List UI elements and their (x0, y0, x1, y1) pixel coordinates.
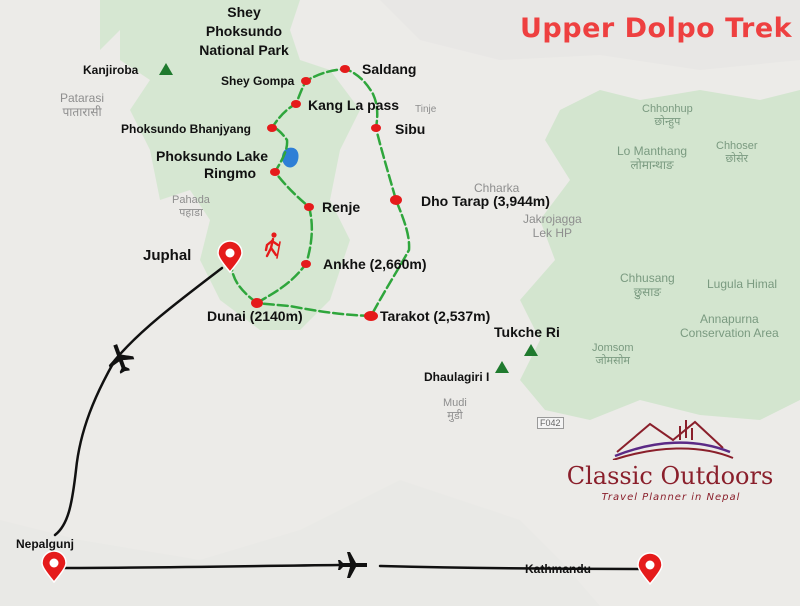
logo-tagline: Travel Planner in Nepal (601, 492, 741, 503)
stop-label-saldang: Saldang (362, 61, 417, 77)
airport-label-juphal: Juphal (143, 247, 192, 264)
location-pin-icon[interactable] (217, 240, 243, 274)
airplane-icon (108, 344, 135, 374)
logo-name: Classic Outdoors (566, 462, 774, 490)
peak-label-kanjiroba: Kanjiroba (83, 63, 139, 77)
stop-label-phoksundo-lake: Phoksundo Lake (156, 148, 269, 164)
logo-mountain-icon (612, 420, 734, 461)
location-pin-icon[interactable] (41, 550, 67, 584)
stop-label-phoksundo-bhanjyang: Phoksundo Bhanjyang (121, 122, 252, 136)
national-park-label: Shey Phoksundo National Park (199, 4, 289, 58)
route-stop-markers (251, 65, 402, 321)
location-pin-icon[interactable] (637, 552, 663, 586)
place-label-chharka: Chharka (474, 181, 520, 195)
peak-label-dhaulagiri: Dhaulagiri I (424, 370, 490, 384)
mountain-peak-icon (159, 63, 173, 75)
stop-label-sibu: Sibu (395, 121, 426, 137)
flight-routes (53, 266, 648, 571)
stop-marker-sibu[interactable] (371, 124, 381, 132)
airport-label-kathmandu: Kathmandu (525, 562, 591, 576)
stop-label-dunai: Dunai (2140m) (207, 308, 303, 324)
stop-marker-dho-tarap[interactable] (390, 195, 402, 205)
airplane-icon (338, 552, 367, 578)
airport-label-nepalgunj: Nepalgunj (16, 537, 75, 551)
stop-label-renje: Renje (322, 199, 361, 215)
map-title: Upper Dolpo Trek (520, 13, 793, 44)
mountain-peak-icon (495, 361, 509, 373)
mountain-peak-icon (524, 344, 538, 356)
stop-marker-kang-la[interactable] (291, 100, 301, 108)
place-label-lugula-himal: Lugula Himal (707, 277, 778, 291)
stop-label-ringmo: Ringmo (204, 165, 257, 181)
company-logo: Classic Outdoors Travel Planner in Nepal (555, 410, 795, 510)
stop-label-tarakot: Tarakot (2,537m) (380, 308, 491, 324)
peak-label-tukche-ri: Tukche Ri (494, 324, 560, 340)
stop-label-dho-tarap: Dho Tarap (3,944m) (421, 193, 550, 209)
stop-marker-tarakot[interactable] (364, 311, 378, 321)
stop-label-shey-gompa: Shey Gompa (221, 74, 295, 88)
stop-marker-saldang[interactable] (340, 65, 350, 73)
stop-label-kang-la-pass: Kang La pass (308, 97, 400, 113)
stop-marker-bhanjyang[interactable] (267, 124, 277, 132)
stop-marker-dunai[interactable] (251, 298, 263, 308)
stop-label-ankhe: Ankhe (2,660m) (323, 256, 427, 272)
stop-marker-renje[interactable] (304, 203, 314, 211)
stop-marker-ankhe[interactable] (301, 260, 311, 268)
stop-marker-ringmo[interactable] (270, 168, 280, 176)
road-label: F042 (537, 417, 564, 429)
stop-marker-shey-gompa[interactable] (301, 77, 311, 85)
place-label-tinje: Tinje (415, 104, 437, 115)
hiker-icon (264, 232, 281, 259)
